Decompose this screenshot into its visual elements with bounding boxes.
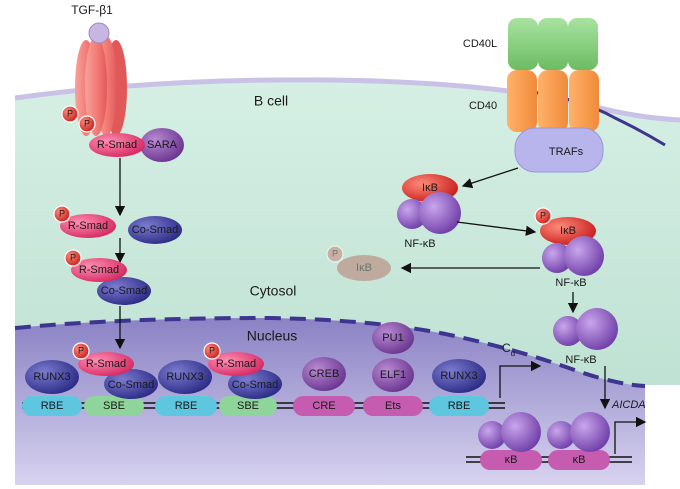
runx3-factor-1: RUNX3: [25, 360, 79, 394]
sbe-element-2: SBE: [219, 396, 277, 416]
creb-factor: CREB: [302, 357, 346, 391]
degraded-ikb: IκB: [337, 255, 391, 281]
elf1-factor: ELF1: [372, 358, 414, 392]
plasma-membrane: [14, 77, 680, 123]
cd40-receptor: [507, 70, 599, 132]
svg-text:κB: κB: [505, 454, 518, 466]
svg-text:RBE: RBE: [448, 400, 471, 412]
svg-text:Co-Smad: Co-Smad: [108, 379, 154, 391]
svg-text:R-Smad: R-Smad: [97, 139, 137, 151]
phosphate-nuclear-1: P: [72, 342, 90, 360]
nfkb-label-1: NF-κB: [404, 238, 435, 250]
svg-text:RBE: RBE: [175, 400, 198, 412]
svg-text:Ets: Ets: [385, 400, 401, 412]
svg-text:P: P: [78, 345, 84, 355]
aicda-transcription-arrow: [614, 416, 647, 454]
svg-text:Co-Smad: Co-Smad: [232, 379, 278, 391]
cytosol-region: [15, 79, 680, 386]
svg-text:IκB: IκB: [356, 262, 372, 274]
svg-text:P: P: [209, 345, 215, 355]
phosphate-nuclear-2: P: [203, 342, 221, 360]
svg-text:κB: κB: [573, 454, 586, 466]
svg-text:IκB: IκB: [560, 225, 576, 237]
cd40-label: CD40: [469, 100, 497, 112]
rbe-element-3: RBE: [429, 396, 489, 416]
rbe-element-2: RBE: [155, 396, 217, 416]
svg-text:RUNX3: RUNX3: [166, 371, 203, 383]
svg-text:P: P: [84, 118, 90, 128]
svg-text:IκB: IκB: [422, 182, 438, 194]
svg-text:P: P: [540, 210, 546, 220]
cre-element: CRE: [293, 396, 355, 416]
svg-text:P: P: [67, 108, 73, 118]
nfkb-label-3: NF-κB: [565, 354, 596, 366]
svg-text:RUNX3: RUNX3: [33, 371, 70, 383]
nucleus-label: Nucleus: [247, 328, 298, 344]
tgf-beta-receptor: [75, 22, 127, 136]
co-smad-free: Co-Smad: [128, 216, 182, 244]
r-smad-nuclear-1: R-Smad: [78, 352, 134, 376]
svg-text:P: P: [59, 208, 65, 218]
svg-text:PU1: PU1: [382, 332, 403, 344]
aicda-gene-label: AICDA: [611, 399, 646, 411]
svg-text:Co-Smad: Co-Smad: [132, 224, 178, 236]
trafs-complex: TRAFs: [514, 127, 604, 173]
svg-text:RBE: RBE: [41, 400, 64, 412]
phosphate-free-rsmad: P: [53, 205, 71, 223]
pu1-factor: PU1: [372, 322, 414, 354]
svg-text:ELF1: ELF1: [380, 369, 406, 381]
arrow-ikb-phosphorylation: [456, 221, 537, 237]
r-smad-sara-bound: R-Smad: [89, 133, 145, 157]
nfkb-complex-1: [397, 192, 461, 234]
c-alpha-label: Cα: [502, 341, 516, 358]
svg-text:R-Smad: R-Smad: [86, 358, 126, 370]
rbe-element-1: RBE: [22, 396, 82, 416]
receptor-phosphate-2: P: [78, 115, 96, 133]
cytosol-label: Cytosol: [250, 283, 297, 299]
co-smad-nuclear-1: Co-Smad: [104, 369, 158, 399]
nfkb-free: [553, 308, 618, 350]
co-smad-complex: Co-Smad: [97, 277, 151, 305]
tgf-beta1-label: TGF-β1: [71, 3, 113, 17]
nfkb-complex-2: [542, 236, 604, 276]
nuclear-envelope: [14, 315, 646, 388]
r-smad-free: R-Smad: [60, 214, 116, 238]
receptor-phosphate-1: P: [61, 105, 79, 123]
c-alpha-transcription-arrow: [499, 360, 542, 398]
kb-element-2: κB: [548, 450, 610, 470]
svg-text:TRAFs: TRAFs: [549, 146, 584, 158]
svg-text:CREB: CREB: [309, 368, 340, 380]
r-smad-complex: R-Smad: [71, 258, 127, 282]
svg-text:P: P: [332, 248, 338, 258]
svg-text:SARA: SARA: [147, 139, 178, 151]
phosphate-ikb-2: P: [534, 207, 552, 225]
svg-text:Co-Smad: Co-Smad: [101, 285, 147, 297]
runx3-factor-3: RUNX3: [432, 359, 486, 393]
co-smad-nuclear-2: Co-Smad: [228, 369, 282, 399]
cd40l-label: CD40L: [463, 38, 497, 50]
svg-text:P: P: [70, 252, 76, 262]
svg-text:R-Smad: R-Smad: [216, 358, 256, 370]
r-smad-nuclear-2: R-Smad: [208, 352, 264, 376]
svg-text:SBE: SBE: [237, 400, 259, 412]
svg-text:CRE: CRE: [312, 400, 335, 412]
degraded-phosphate: P: [326, 245, 344, 263]
svg-text:SBE: SBE: [103, 400, 125, 412]
cd40l-ligand: [508, 18, 598, 70]
nfkb-label-2: NF-κB: [555, 277, 586, 289]
phosphate-complex: P: [64, 249, 82, 267]
sbe-element-1: SBE: [84, 396, 144, 416]
ets-element: Ets: [363, 396, 423, 416]
b-cell-label: B cell: [254, 93, 288, 109]
nfkb-bound-1: [478, 412, 541, 452]
kb-element-1: κB: [480, 450, 542, 470]
svg-text:R-Smad: R-Smad: [79, 264, 119, 276]
arrow-trafs-to-ikb: [461, 167, 519, 189]
svg-text:RUNX3: RUNX3: [440, 370, 477, 382]
svg-text:R-Smad: R-Smad: [68, 220, 108, 232]
sara-protein: SARA: [140, 128, 184, 162]
nfkb-bound-2: [547, 412, 610, 452]
runx3-factor-2: RUNX3: [158, 360, 212, 394]
